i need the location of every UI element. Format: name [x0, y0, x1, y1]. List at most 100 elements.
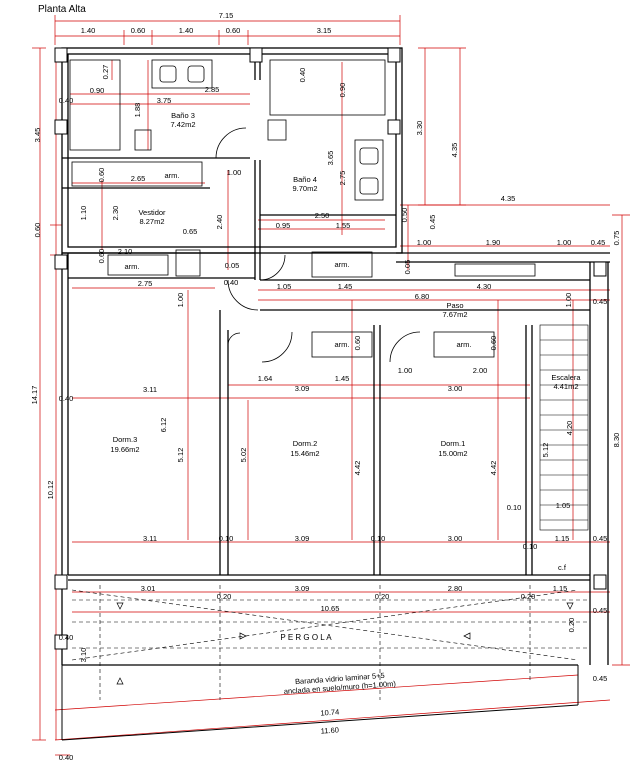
dim-text: 3.09	[295, 584, 310, 593]
closet-label: arm.	[125, 262, 140, 271]
dim-text: 0.75	[612, 231, 621, 246]
dim-text: 4.35	[450, 143, 459, 158]
dim-text: 0.10	[371, 534, 386, 543]
dim-text: 1.40	[81, 26, 96, 35]
dim-text: 2.80	[448, 584, 463, 593]
closet-label: arm.	[165, 171, 180, 180]
slope-arrows	[116, 602, 574, 685]
dim-text: 0.95	[276, 221, 291, 230]
dim-text: 3.01	[141, 584, 156, 593]
dim-text: 0.40	[59, 394, 74, 403]
dim-text: 3.09	[295, 534, 310, 543]
dim-text: 3.00	[448, 534, 463, 543]
dim-text: 1.45	[335, 374, 350, 383]
dim-text: 11.60	[320, 725, 339, 735]
dim-text: 5.12	[541, 443, 550, 458]
dim-text: 2.75	[138, 279, 153, 288]
dim-text: 0.05	[403, 260, 412, 275]
dim-text: 0.20	[375, 592, 390, 601]
dim-text: 5.12	[176, 448, 185, 463]
dim-text: 2.85	[205, 85, 220, 94]
dim-text: 3.09	[295, 384, 310, 393]
room-area: 7.67m2	[442, 310, 467, 319]
dim-text: 0.40	[298, 68, 307, 83]
dim-text: 0.60	[226, 26, 241, 35]
dim-text: 1.64	[258, 374, 273, 383]
dim-text: 6.12	[159, 418, 168, 433]
stair	[539, 324, 589, 531]
dim-text: 6.80	[415, 292, 430, 301]
pergola-lines	[71, 585, 590, 700]
room-area: 9.70m2	[292, 184, 317, 193]
dim-text: 0.45	[593, 534, 608, 543]
dim-text: 0.45	[593, 674, 608, 683]
dim-text: 0.40	[224, 278, 239, 287]
dim-text: 8.30	[612, 433, 621, 448]
dim-text: 0.60	[489, 336, 498, 351]
pillars	[54, 47, 607, 650]
dim-text: 10.74	[320, 707, 339, 717]
dim-text: 0.27	[101, 65, 110, 80]
dim-text: 0.60	[97, 249, 106, 264]
cf-label: c.f	[558, 563, 567, 572]
dim-text: 3.45	[33, 128, 42, 143]
dim-text: 0.45	[591, 238, 606, 247]
room-area: 8.27m2	[139, 217, 164, 226]
dim-text: 7.15	[219, 11, 234, 20]
dim-text: 1.00	[564, 293, 573, 308]
dim-text: 0.60	[33, 223, 42, 238]
glass-railing	[61, 665, 579, 741]
dim-text: 3.11	[143, 534, 157, 543]
page-title: Planta Alta	[38, 4, 86, 15]
dim-text: 10.12	[46, 481, 55, 500]
dim-text: 4.30	[477, 282, 492, 291]
pergola-label: P E R G O L A	[280, 633, 332, 642]
dim-text: 0.45	[593, 606, 608, 615]
dimension-texts: 7.15 1.40 0.60 1.40 0.60 3.15 2.85 0.90 …	[59, 11, 608, 762]
room-name: Escalera	[551, 373, 581, 382]
dimension-lines	[32, 15, 630, 756]
dim-text: 2.00	[473, 366, 488, 375]
dim-text: 1.00	[417, 238, 432, 247]
dim-text: 1.40	[179, 26, 194, 35]
room-name: Paso	[446, 301, 463, 310]
closet-label: arm.	[335, 340, 350, 349]
dim-text: 4.20	[565, 421, 574, 436]
dim-text: 0.20	[521, 592, 536, 601]
dim-text: 0.05	[225, 261, 240, 270]
dim-text: 0.20	[567, 618, 576, 633]
dim-text: 1.00	[227, 168, 242, 177]
vertical-dimension-texts: 3.45 0.60 14.17 10.12 3.30 4.35 8.30 0.7…	[30, 65, 621, 663]
dim-text: 3.10	[79, 648, 88, 663]
dim-text: 0.20	[217, 592, 232, 601]
dim-text: 1.10	[79, 206, 88, 221]
dim-text: 0.10	[507, 503, 522, 512]
dim-text: 0.50	[400, 208, 409, 223]
dim-text: 0.10	[219, 534, 234, 543]
dim-text: 2.30	[111, 206, 120, 221]
dim-text: 2.10	[118, 247, 133, 256]
dim-text: 0.60	[131, 26, 146, 35]
dim-text: 3.11	[143, 385, 157, 394]
dim-text: 5.02	[239, 448, 248, 463]
dim-text: 2.75	[338, 171, 347, 186]
room-name: Baño 4	[293, 175, 317, 184]
room-area: 19.66m2	[110, 445, 139, 454]
dim-text: 0.45	[428, 215, 437, 230]
dim-text: 1.05	[556, 501, 571, 510]
dim-text: 10.65	[321, 604, 340, 613]
dim-text: 3.65	[326, 151, 335, 166]
dim-text: 0.90	[90, 86, 105, 95]
room-name: Baño 3	[171, 111, 195, 120]
dim-text: 3.00	[448, 384, 463, 393]
room-name: Vestidor	[138, 208, 166, 217]
room-area: 7.42m2	[170, 120, 195, 129]
dim-text: 1.15	[555, 534, 570, 543]
dim-text: 0.45	[593, 297, 608, 306]
dim-text: 0.60	[97, 168, 106, 183]
room-name: Dorm.1	[441, 439, 466, 448]
dim-text: 3.30	[415, 121, 424, 136]
room-area: 15.46m2	[290, 449, 319, 458]
dim-text: 1.15	[553, 584, 568, 593]
